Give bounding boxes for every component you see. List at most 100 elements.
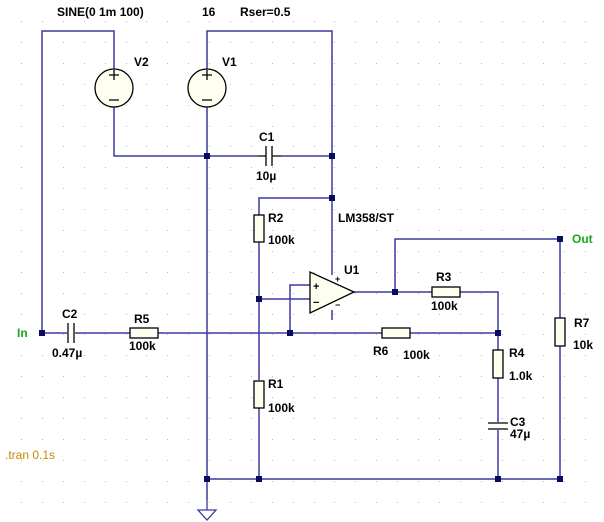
grid-dot	[460, 397, 461, 398]
grid-dot	[167, 251, 168, 252]
grid-dot	[355, 42, 356, 43]
grid-dot	[585, 293, 586, 294]
grid-dot	[21, 21, 22, 22]
grid-dot	[63, 355, 64, 356]
grid-dot	[63, 334, 64, 335]
grid-dot	[272, 418, 273, 419]
r6-value: 100k	[403, 348, 430, 362]
grid-dot	[585, 84, 586, 85]
grid-dot	[63, 502, 64, 503]
v1-label: V1	[222, 55, 237, 69]
grid-dot	[543, 376, 544, 377]
resistor-r1[interactable]	[253, 380, 265, 409]
grid-dot	[188, 188, 189, 189]
grid-dot	[502, 314, 503, 315]
grid-dot	[293, 418, 294, 419]
grid-dot	[293, 188, 294, 189]
grid-dot	[564, 126, 565, 127]
grid-dot	[84, 251, 85, 252]
grid-dot	[314, 481, 315, 482]
resistor-r5[interactable]	[129, 327, 159, 339]
grid-dot	[63, 397, 64, 398]
grid-dot	[502, 42, 503, 43]
c3-label: C3	[510, 415, 526, 429]
grid-dot	[272, 272, 273, 273]
capacitor-c1[interactable]	[258, 146, 281, 166]
resistor-r4[interactable]	[492, 349, 504, 379]
grid-dot	[314, 167, 315, 168]
grid-dot	[355, 293, 356, 294]
opamp-u1[interactable]: + − + −	[309, 270, 356, 315]
grid-dot	[21, 105, 22, 106]
grid-dot	[523, 42, 524, 43]
grid-dots	[21, 21, 586, 503]
grid-dot	[126, 293, 127, 294]
grid-dot	[293, 167, 294, 168]
grid-dot	[105, 188, 106, 189]
grid-dot	[293, 230, 294, 231]
grid-dot	[376, 209, 377, 210]
voltage-source-v2[interactable]	[94, 68, 134, 108]
grid-dot	[188, 167, 189, 168]
grid-dot	[293, 460, 294, 461]
grid-dot	[585, 439, 586, 440]
grid-dot	[418, 21, 419, 22]
grid-dot	[293, 84, 294, 85]
capacitor-c3[interactable]	[488, 422, 508, 430]
grid-dot	[585, 146, 586, 147]
grid-dot	[376, 460, 377, 461]
grid-dot	[42, 502, 43, 503]
resistor-r7[interactable]	[554, 317, 566, 347]
grid-dot	[439, 376, 440, 377]
grid-dot	[543, 167, 544, 168]
grid-dot	[481, 105, 482, 106]
grid-dot	[230, 230, 231, 231]
resistor-r2[interactable]	[253, 214, 265, 243]
grid-dot	[543, 105, 544, 106]
grid-dot	[502, 251, 503, 252]
grid-dot	[293, 376, 294, 377]
grid-dot	[146, 63, 147, 64]
grid-dot	[502, 167, 503, 168]
grid-dot	[293, 293, 294, 294]
grid-dot	[146, 314, 147, 315]
voltage-source-v1[interactable]	[187, 68, 227, 108]
grid-dot	[543, 418, 544, 419]
grid-dot	[334, 376, 335, 377]
grid-dot	[418, 63, 419, 64]
grid-dot	[21, 42, 22, 43]
grid-dot	[523, 439, 524, 440]
grid-dot	[167, 105, 168, 106]
grid-dot	[126, 355, 127, 356]
grid-dot	[21, 418, 22, 419]
grid-dot	[334, 230, 335, 231]
grid-dot	[585, 230, 586, 231]
grid-dot	[21, 397, 22, 398]
grid-dot	[188, 146, 189, 147]
grid-dot	[481, 460, 482, 461]
grid-dot	[188, 105, 189, 106]
grid-dot	[376, 314, 377, 315]
grid-dot	[272, 397, 273, 398]
resistor-r6[interactable]	[381, 327, 411, 339]
grid-dot	[21, 167, 22, 168]
grid-dot	[84, 126, 85, 127]
opamp-supply-minus: −	[335, 300, 340, 310]
grid-dot	[334, 167, 335, 168]
grid-dot	[564, 376, 565, 377]
grid-dot	[334, 146, 335, 147]
grid-dot	[543, 63, 544, 64]
grid-dot	[251, 460, 252, 461]
grid-dot	[230, 439, 231, 440]
grid-dot	[523, 460, 524, 461]
grid-dot	[21, 126, 22, 127]
capacitor-c2[interactable]	[67, 323, 75, 343]
grid-dot	[230, 293, 231, 294]
resistor-r3[interactable]	[431, 286, 461, 298]
grid-dot	[502, 293, 503, 294]
grid-dot	[502, 439, 503, 440]
grid-dot	[439, 188, 440, 189]
grid-dot	[209, 272, 210, 273]
grid-dot	[481, 251, 482, 252]
grid-dot	[355, 167, 356, 168]
